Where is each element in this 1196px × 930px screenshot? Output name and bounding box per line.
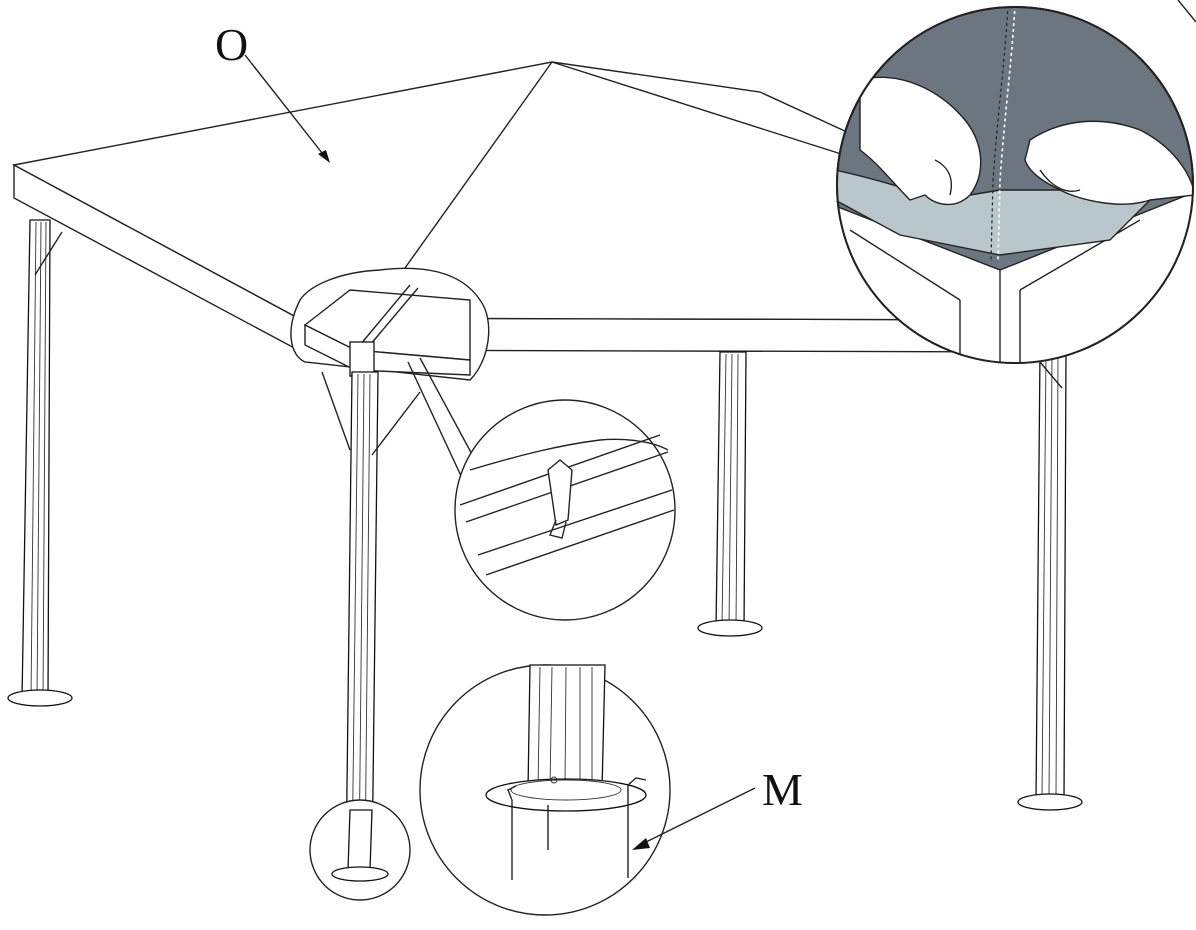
strap-detail-callout (407, 357, 676, 621)
label-M-callout: M (632, 764, 803, 850)
roof-ridge-right (551, 61, 861, 161)
label-M: M (762, 764, 803, 815)
base-detail-callout (309, 664, 671, 916)
leg-back-left (7, 219, 73, 707)
corner-cutaway (290, 267, 490, 381)
leg-back-right (697, 351, 763, 637)
label-O: O (215, 19, 248, 70)
label-O-callout: O (215, 19, 330, 163)
roof-ridge-front (399, 61, 553, 276)
hand-right-icon (1024, 120, 1193, 205)
hand-left-icon (859, 76, 982, 206)
leg-front-right (1017, 351, 1083, 811)
